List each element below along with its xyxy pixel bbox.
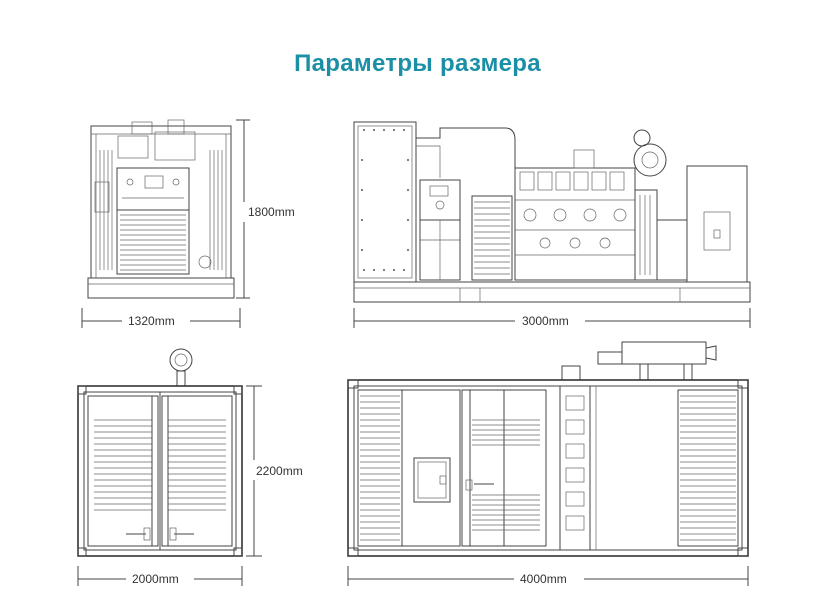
dim-genset-length: 3000mm [522,314,569,328]
dim-container-height: 2200mm [256,464,303,478]
dim-genset-width: 1320mm [128,314,175,328]
container-end-view [77,348,262,586]
genset-side-view [353,121,751,328]
genset-end-view [81,119,250,328]
page-title: Параметры размера [294,50,541,77]
dim-container-length: 4000mm [520,572,567,586]
dim-genset-height: 1800mm [248,205,295,219]
container-side-view [347,341,749,586]
dim-container-width: 2000mm [132,572,179,586]
